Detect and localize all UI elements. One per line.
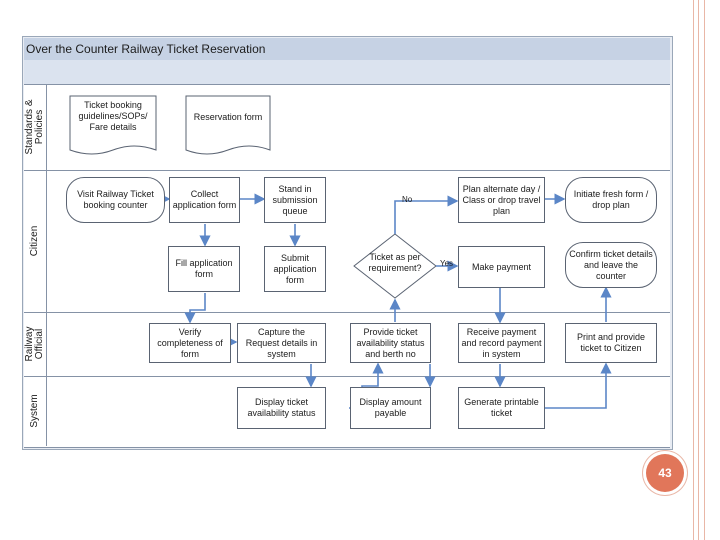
lane-label-official: Railway Official — [24, 312, 47, 376]
node-plan: Plan alternate day / Class or drop trave… — [458, 177, 545, 223]
node-fill: Fill application form — [168, 246, 240, 292]
arrow-fill-verify — [184, 293, 206, 324]
lane-system — [24, 376, 670, 448]
node-capture: Capture the Request details in system — [237, 323, 326, 363]
lane-label-standards: Standards & Policies — [24, 84, 47, 170]
doc-guidelines: Ticket booking guidelines/SOPs/ Fare det… — [70, 96, 156, 150]
node-make-payment: Make payment — [458, 246, 545, 288]
lane-official — [24, 312, 670, 377]
decision-diamond — [353, 233, 437, 299]
decorative-rail — [704, 0, 705, 540]
node-receive: Receive payment and record payment in sy… — [458, 323, 545, 363]
arrow-generate-print — [545, 362, 612, 409]
decorative-rail — [693, 0, 694, 540]
node-print: Print and provide ticket to Citizen — [565, 323, 657, 363]
node-submit: Submit application form — [264, 246, 326, 292]
node-verify: Verify completeness of form — [149, 323, 231, 363]
slide-number: 43 — [646, 454, 684, 492]
node-provide: Provide ticket availability status and b… — [350, 323, 431, 363]
decorative-rail — [698, 0, 699, 540]
node-stand: Stand in submission queue — [264, 177, 326, 223]
edge-label-no: No — [402, 195, 413, 204]
node-display-status: Display ticket availability status — [237, 387, 326, 429]
node-decision-text: Ticket as per requirement? — [368, 252, 422, 273]
node-generate: Generate printable ticket — [458, 387, 545, 429]
edge-label-yes: Yes — [440, 259, 454, 268]
lane-label-system: System — [24, 376, 47, 446]
node-initiate: Initiate fresh form / drop plan — [565, 177, 657, 223]
document-shape — [185, 95, 271, 155]
doc-reservation-form-text: Reservation form — [193, 112, 263, 122]
doc-reservation-form: Reservation form — [186, 96, 270, 150]
document-shape — [69, 95, 157, 155]
node-collect: Collect application form — [169, 177, 240, 223]
node-visit: Visit Railway Ticket booking counter — [66, 177, 165, 223]
title-spacer-band — [24, 60, 670, 84]
node-confirm: Confirm ticket details and leave the cou… — [565, 242, 657, 288]
lane-label-citizen: Citizen — [24, 170, 47, 312]
node-display-amount: Display amount payable — [350, 387, 431, 429]
arrow-decision-plan — [394, 195, 459, 234]
diagram-title: Over the Counter Railway Ticket Reservat… — [24, 38, 670, 60]
doc-guidelines-text: Ticket booking guidelines/SOPs/ Fare det… — [78, 100, 148, 132]
